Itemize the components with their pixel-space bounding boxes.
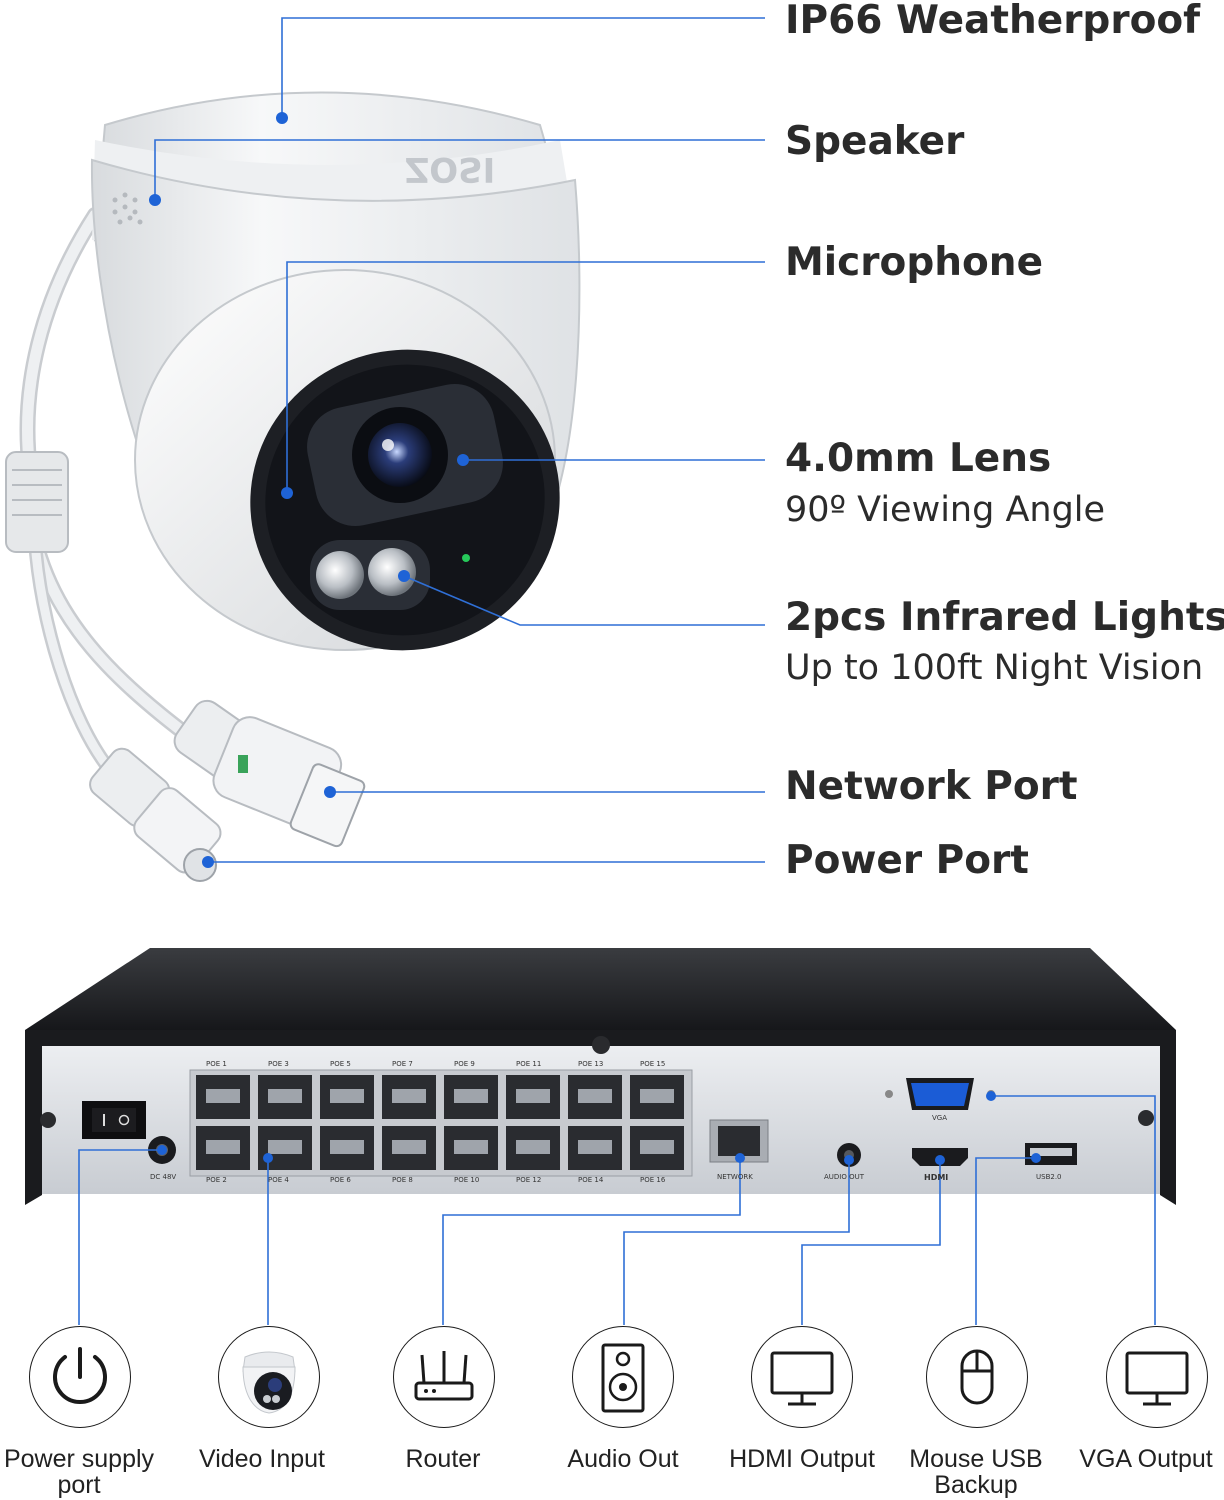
speaker-icon	[601, 1343, 645, 1413]
connection-vga-output	[1106, 1326, 1208, 1428]
monitor-icon	[1125, 1351, 1189, 1406]
poe-label: POE 12	[516, 1176, 542, 1184]
poe-ports	[196, 1075, 684, 1170]
poe-label: POE 16	[640, 1176, 666, 1184]
poe-label: POE 13	[578, 1060, 604, 1068]
network-connector	[173, 699, 366, 848]
poe-label: POE 3	[268, 1060, 289, 1068]
connection-power	[29, 1326, 131, 1428]
label-weatherproof: IP66 Weatherproof	[785, 0, 1201, 43]
connection-label-mouse-usb: Mouse USB Backup	[909, 1445, 1043, 1499]
hdmi-label: HDMI	[924, 1173, 949, 1182]
connection-label-video-input: Video Input	[198, 1445, 326, 1473]
poe-label: POE 7	[392, 1060, 413, 1068]
poe-label: POE 9	[454, 1060, 475, 1068]
connection-label-hdmi-output: HDMI Output	[729, 1445, 875, 1473]
dc-label: DC 48V	[150, 1173, 177, 1181]
connection-video-input	[218, 1326, 320, 1428]
mouse-icon	[960, 1349, 994, 1405]
label-network-port: Network Port	[785, 764, 1078, 809]
label-infrared: 2pcs Infrared Lights	[785, 595, 1224, 640]
usb-label: USB2.0	[1036, 1173, 1062, 1181]
router-icon	[414, 1351, 474, 1401]
label-speaker: Speaker	[785, 119, 965, 164]
network-label: NETWORK	[717, 1173, 753, 1181]
poe-label: POE 15	[640, 1060, 666, 1068]
connection-router	[393, 1326, 495, 1428]
connection-label-audio-out: Audio Out	[567, 1445, 679, 1473]
connection-mouse-usb	[926, 1326, 1028, 1428]
callout-dots	[149, 112, 469, 868]
label-viewing-angle: 90º Viewing Angle	[785, 490, 1106, 530]
camera-ball	[134, 269, 560, 651]
label-power-port: Power Port	[785, 838, 1029, 883]
connection-label-vga-output: VGA Output	[1079, 1445, 1213, 1473]
brand-logo: ZOSI	[405, 149, 496, 189]
nvr-callout-dots	[157, 1091, 1041, 1165]
nvr-lid	[25, 948, 1176, 1030]
poe-label: POE 5	[330, 1060, 351, 1068]
label-night-vision: Up to 100ft Night Vision	[785, 648, 1204, 688]
poe-label: POE 2	[206, 1176, 227, 1184]
callout-lines	[154, 17, 765, 863]
camera-illustration: ZOSI	[5, 17, 765, 882]
connection-hdmi-output	[751, 1326, 853, 1428]
label-lens: 4.0mm Lens	[785, 436, 1052, 481]
connection-label-router: Router	[405, 1445, 481, 1473]
dome-camera-icon	[242, 1351, 296, 1414]
poe-label: POE 14	[578, 1176, 604, 1184]
audio-out-label: AUDIO OUT	[824, 1173, 865, 1181]
poe-label: POE 8	[392, 1176, 413, 1184]
nvr-callout-lines	[78, 1095, 1156, 1325]
label-microphone: Microphone	[785, 240, 1044, 285]
connection-audio-out	[572, 1326, 674, 1428]
vga-label: VGA	[932, 1114, 948, 1122]
poe-label: POE 6	[330, 1176, 351, 1184]
poe-label: POE 10	[454, 1176, 480, 1184]
cable-splitter	[5, 451, 69, 553]
nvr-illustration	[25, 948, 1176, 1325]
poe-label: POE 11	[516, 1060, 542, 1068]
power-connector	[89, 747, 222, 882]
monitor-icon	[770, 1351, 834, 1406]
connection-label-power: Power supply port	[3, 1445, 155, 1499]
poe-label: POE 1	[206, 1060, 227, 1068]
camera-cables	[19, 207, 228, 777]
poe-label: POE 4	[268, 1176, 289, 1184]
power-icon	[53, 1347, 107, 1404]
speaker-grille	[112, 192, 143, 225]
